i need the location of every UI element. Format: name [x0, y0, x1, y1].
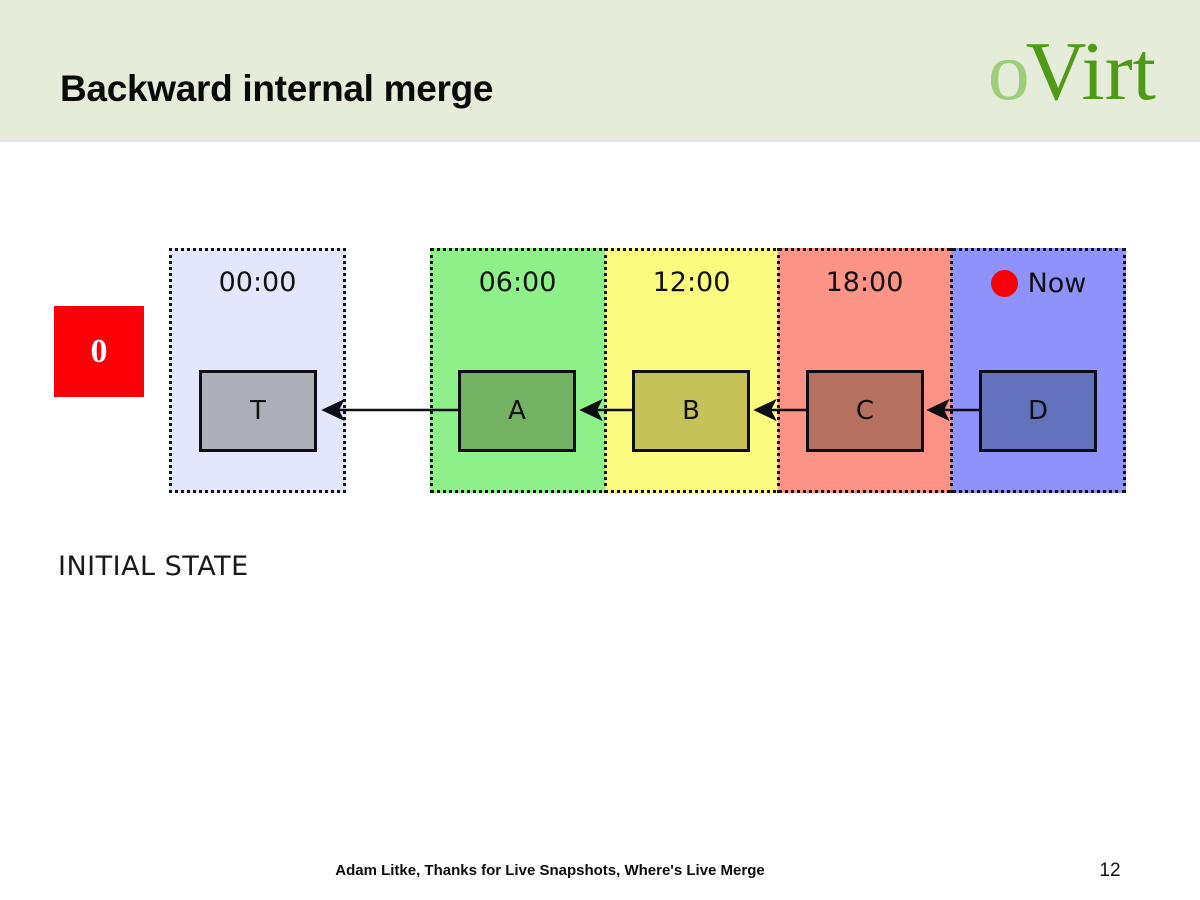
timeline-separator-2	[777, 248, 780, 493]
now-label-text: Now	[1027, 267, 1087, 299]
slide-footer: Adam Litke, Thanks for Live Snapshots, W…	[0, 858, 1200, 884]
page-number: 12	[1099, 860, 1121, 881]
now-marker: Now	[951, 266, 1126, 300]
now-dot-icon	[990, 269, 1018, 297]
volume-box-d[interactable]: D	[979, 370, 1097, 452]
ovirt-logo: oVirt	[988, 26, 1156, 118]
slide-header: Backward internal merge oVirt	[0, 0, 1200, 142]
page-title: Backward internal merge	[60, 68, 494, 109]
time-label-06: 06:00	[478, 267, 557, 298]
volume-box-t[interactable]: T	[199, 370, 317, 452]
volume-box-b[interactable]: B	[632, 370, 750, 452]
state-caption: INITIAL STATE	[58, 551, 249, 582]
timeline-separator-3	[950, 248, 953, 493]
footer-credit: Adam Litke, Thanks for Live Snapshots, W…	[335, 862, 765, 879]
volume-box-a[interactable]: A	[458, 370, 576, 452]
logo-o-glyph: o	[987, 25, 1030, 118]
logo-virt-text: Virt	[1025, 25, 1156, 118]
timeline-separator-1	[604, 248, 607, 493]
time-label-12: 12:00	[652, 267, 731, 298]
time-label-18: 18:00	[825, 267, 904, 298]
step-badge: 0	[54, 306, 144, 397]
time-label-00: 00:00	[218, 267, 297, 298]
volume-box-c[interactable]: C	[806, 370, 924, 452]
